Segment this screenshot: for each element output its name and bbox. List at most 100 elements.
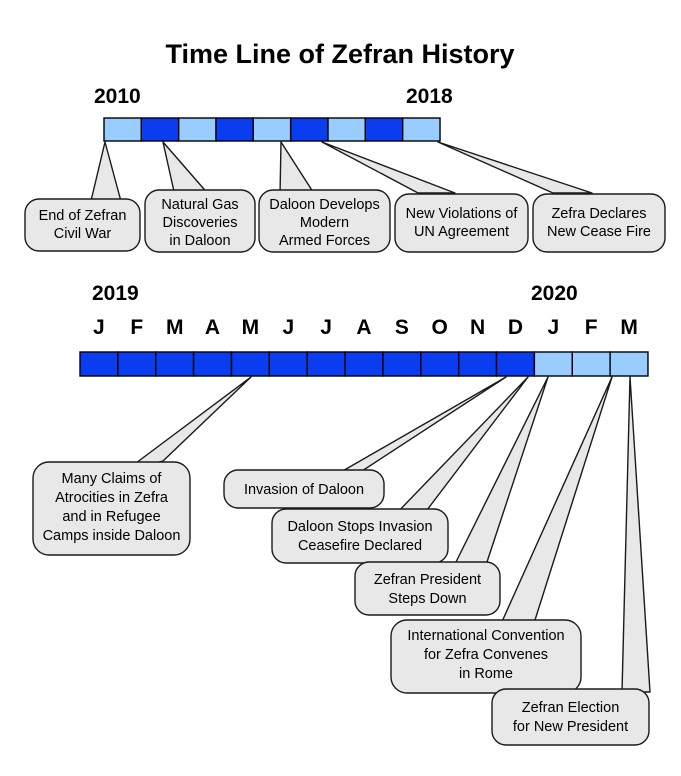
bottom-segment-12[interactable]: [495, 351, 536, 377]
callout-line: Daloon Stops Invasion: [287, 519, 432, 535]
bottom-segment-5[interactable]: [230, 351, 271, 377]
top-segment-9[interactable]: [402, 117, 441, 142]
callout-box[interactable]: [532, 193, 666, 253]
callout-many-claims-of-atrocities[interactable]: Many Claims of Atrocities in Zefra and i…: [32, 461, 191, 556]
month-label-6: J: [282, 316, 294, 339]
callout-zefran-president-steps-down[interactable]: Zefran President Steps Down: [354, 561, 501, 616]
bottom-segment-1[interactable]: [79, 351, 119, 377]
bottom-segment-7[interactable]: [306, 351, 346, 377]
callout-line: and in Refugee: [62, 509, 160, 525]
callout-daloon-develops-modern-armed-forces[interactable]: Daloon Develops Modern Armed Forces: [258, 189, 391, 253]
callout-line: Camps inside Daloon: [43, 528, 181, 544]
tail-natural-gas-discoveries: [162, 141, 211, 197]
month-label-15: M: [620, 316, 638, 339]
callout-box[interactable]: [144, 189, 256, 253]
bottom-segment-15[interactable]: [609, 351, 649, 377]
top-start-year-label: 2010: [94, 85, 141, 108]
callout-line: for New President: [513, 719, 628, 735]
bottom-segment-13[interactable]: [533, 351, 573, 377]
top-segment-4[interactable]: [215, 117, 255, 142]
callout-invasion-of-daloon[interactable]: Invasion of Daloon: [223, 469, 385, 509]
page-title: Time Line of Zefran History: [165, 39, 514, 69]
top-callouts: End of Zefran Civil War Natural Gas Disc…: [24, 189, 666, 253]
top-segment-7[interactable]: [327, 117, 367, 142]
callout-line: End of Zefran: [39, 208, 127, 224]
bottom-segment-6[interactable]: [268, 351, 308, 377]
top-segment-6[interactable]: [290, 117, 329, 142]
callout-line: Armed Forces: [279, 233, 370, 249]
tail-zefran-election: [621, 376, 651, 693]
tail-many-claims-of-atrocities: [127, 376, 252, 470]
bottom-segment-4[interactable]: [192, 351, 233, 377]
tail-international-convention: [499, 376, 613, 627]
top-timeline-bar: [103, 117, 441, 142]
callout-box[interactable]: [354, 561, 501, 616]
bottom-timeline-bar: [79, 351, 649, 377]
bottom-segment-9[interactable]: [382, 351, 422, 377]
month-label-3: M: [166, 316, 184, 339]
top-callout-tails: [89, 141, 593, 206]
callout-line: Ceasefire Declared: [298, 538, 422, 554]
callout-line: Atrocities in Zefra: [55, 490, 169, 506]
top-segment-3[interactable]: [177, 117, 217, 142]
callout-zefra-declares-new-cease-fire[interactable]: Zefra Declares New Cease Fire: [532, 193, 666, 253]
callout-line: in Daloon: [169, 233, 230, 249]
callout-line: Zefra Declares: [551, 206, 646, 222]
month-label-7: J: [320, 316, 332, 339]
bottom-start-year-label: 2019: [92, 282, 139, 305]
top-segment-2[interactable]: [140, 117, 180, 142]
callout-box[interactable]: [271, 508, 449, 564]
top-segment-1[interactable]: [103, 117, 143, 142]
bottom-segment-10[interactable]: [420, 351, 460, 377]
top-segment-8[interactable]: [364, 117, 404, 142]
month-label-2: F: [130, 316, 143, 339]
top-segment-5[interactable]: [252, 117, 292, 142]
callout-box[interactable]: [32, 461, 191, 556]
callout-line: Many Claims of: [62, 471, 163, 487]
bottom-segment-11[interactable]: [458, 351, 498, 377]
month-label-12: D: [508, 316, 523, 339]
bottom-segment-14[interactable]: [571, 351, 611, 377]
callout-line: UN Agreement: [414, 224, 509, 240]
callout-line: Zefran Election: [522, 700, 620, 716]
callout-box[interactable]: [394, 193, 529, 253]
callout-box[interactable]: [24, 198, 141, 252]
month-label-8: A: [356, 316, 371, 339]
callout-line: Invasion of Daloon: [244, 482, 364, 498]
callout-international-convention-for-zefra-convenes-in-rome[interactable]: International Convention for Zefra Conve…: [390, 619, 582, 694]
callout-box[interactable]: [223, 469, 385, 509]
callout-new-violations-of-un-agreement[interactable]: New Violations of UN Agreement: [394, 193, 529, 253]
callout-line: for Zefra Convenes: [424, 647, 548, 663]
bottom-segment-8[interactable]: [344, 351, 384, 377]
callout-line: Daloon Develops: [269, 197, 379, 213]
callout-line: New Violations of: [406, 206, 519, 222]
callout-zefran-election-for-new-president[interactable]: Zefran Election for New President: [491, 688, 650, 746]
callout-box[interactable]: [390, 619, 582, 694]
top-end-year-label: 2018: [406, 85, 453, 108]
callout-line: International Convention: [407, 628, 564, 644]
callout-daloon-stops-invasion-ceasefire-declared[interactable]: Daloon Stops Invasion Ceasefire Declared: [271, 508, 449, 564]
callout-line: in Rome: [459, 666, 513, 682]
callout-line: Civil War: [54, 226, 112, 242]
bottom-callout-tails: [127, 376, 651, 693]
bottom-segment-2[interactable]: [117, 351, 157, 377]
month-label-1: J: [93, 316, 105, 339]
bottom-segment-3[interactable]: [154, 351, 195, 377]
tail-new-violations-un-agreement: [321, 141, 456, 194]
month-label-14: F: [585, 316, 598, 339]
month-label-5: M: [242, 316, 260, 339]
bottom-callouts: Many Claims of Atrocities in Zefra and i…: [32, 461, 650, 746]
callout-box[interactable]: [491, 688, 650, 746]
callout-line: Steps Down: [388, 591, 466, 607]
callout-end-of-zefran-civil-war[interactable]: End of Zefran Civil War: [24, 198, 141, 252]
callout-line: Zefran President: [374, 572, 481, 588]
month-label-10: O: [432, 316, 448, 339]
callout-box[interactable]: [258, 189, 391, 253]
callout-line: New Cease Fire: [547, 224, 651, 240]
tail-daloon-develops-armed-forces: [279, 141, 316, 196]
month-label-9: S: [395, 316, 409, 339]
callout-natural-gas-discoveries-in-daloon[interactable]: Natural Gas Discoveries in Daloon: [144, 189, 256, 253]
tail-zefra-declares-cease-fire: [437, 141, 593, 194]
